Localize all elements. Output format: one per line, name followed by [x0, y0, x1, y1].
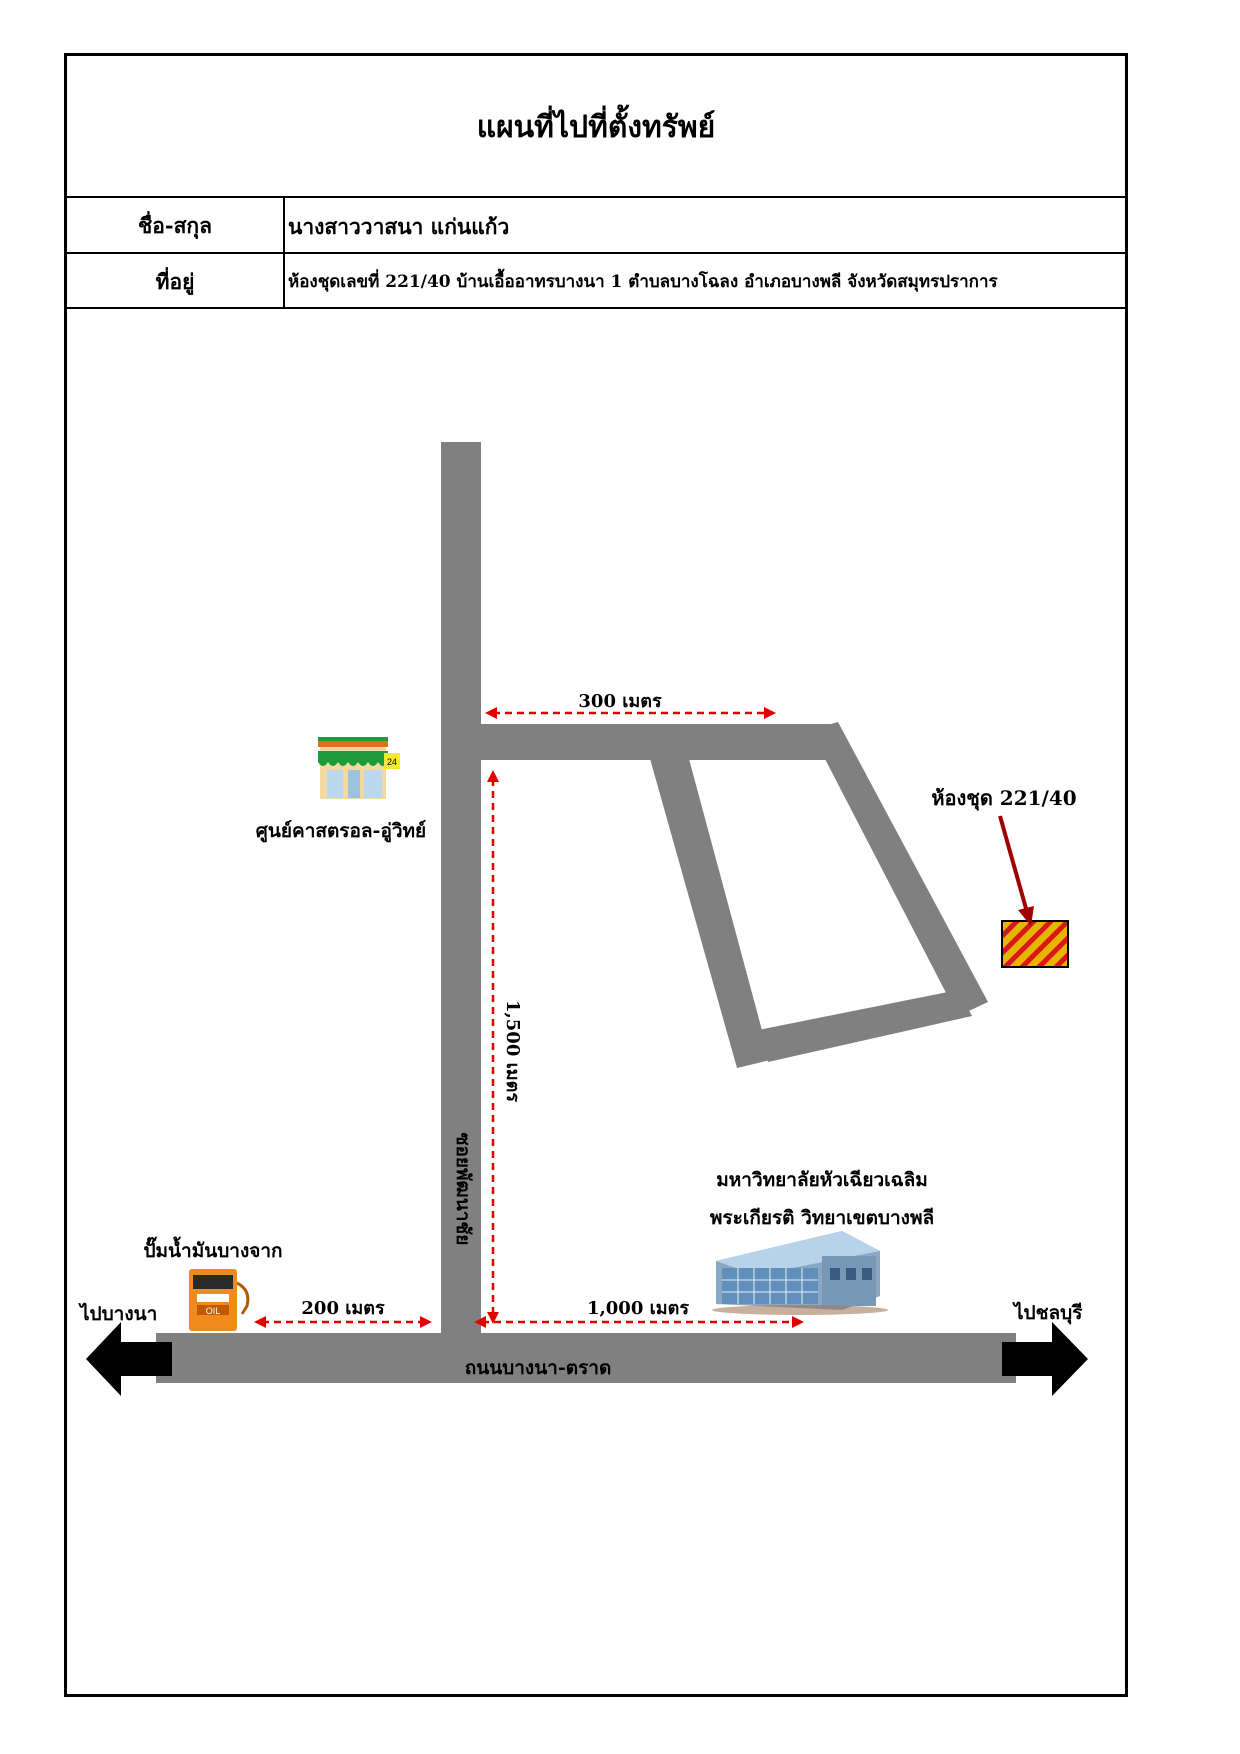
arrow-right-icon — [1002, 1322, 1088, 1396]
divider — [283, 196, 285, 309]
university-label-line1: มหาวิทยาลัยหัวเฉียวเฉลิม — [716, 1169, 928, 1191]
store-sign-text: 24 — [387, 757, 397, 767]
divider — [67, 196, 1125, 198]
name-label: ชื่อ-สกุล — [138, 213, 212, 238]
store-label: ศูนย์คาสตรอล-อู่วิทย์ — [256, 820, 426, 843]
soi-road — [441, 442, 481, 1342]
dist-200-label: 200 เมตร — [301, 1298, 385, 1319]
university-building-icon — [712, 1231, 888, 1315]
soi-label: ซอยพัฒนาชัย — [452, 1133, 474, 1246]
dist-300-label: 300 เมตร — [578, 691, 662, 712]
target-condo-marker — [1001, 920, 1069, 968]
university-label-line2: พระเกียรติ วิทยาเขตบางพลี — [710, 1207, 934, 1229]
loop-road-bottom — [758, 990, 972, 1062]
to-chonburi-label: ไปชลบุรี — [1012, 1301, 1083, 1325]
arrow-left-icon — [86, 1322, 172, 1396]
target-pointer-arrow — [998, 815, 1034, 926]
roads — [156, 442, 1016, 1383]
to-bangna-label: ไปบางนา — [78, 1302, 157, 1325]
oil-sign-text: OIL — [206, 1306, 221, 1316]
gas-station-label: ปั๊มน้ำมันบางจาก — [143, 1236, 282, 1262]
map-frame: แผนที่ไปที่ตั้งทรัพย์ ชื่อ-สกุล นางสาววา… — [64, 53, 1128, 1697]
dist-1500-label: 1,500 เมตร — [502, 1000, 523, 1102]
divider — [67, 252, 1125, 254]
dimension-lines — [262, 711, 796, 1324]
loop-road-right — [810, 722, 988, 1016]
store-icon: 24 — [318, 737, 400, 799]
main-road — [156, 1333, 1016, 1383]
branch-road — [441, 724, 839, 760]
target-condo-label: ห้องชุด 221/40 — [931, 786, 1076, 811]
name-value: นางสาววาสนา แก่นแก้ว — [288, 214, 510, 239]
divider — [67, 307, 1125, 309]
gas-pump-icon: OIL — [189, 1269, 250, 1331]
main-road-label: ถนนบางนา-ตราด — [465, 1357, 612, 1379]
dimension-arrowheads — [254, 707, 804, 1328]
address-value: ห้องชุดเลขที่ 221/40 บ้านเอื้ออาทรบางนา … — [288, 272, 998, 292]
page-title: แผนที่ไปที่ตั้งทรัพย์ — [476, 110, 716, 145]
address-label: ที่อยู่ — [155, 269, 195, 294]
dist-1000-label: 1,000 เมตร — [587, 1298, 689, 1319]
loop-road-left — [647, 744, 770, 1068]
